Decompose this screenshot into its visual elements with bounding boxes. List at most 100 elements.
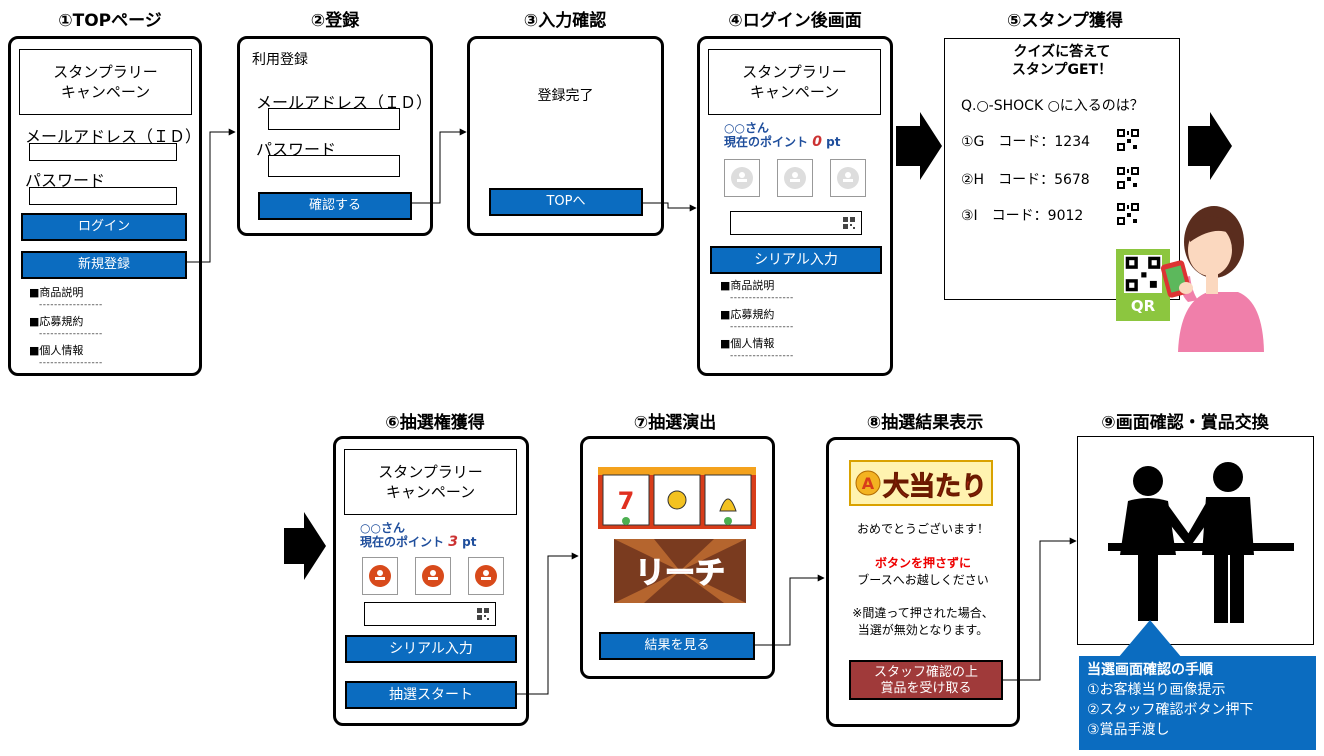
phone-result: A 大当たり おめでとうございます！ ボタンを押さずに ブースへお越しください …: [826, 437, 1020, 727]
phone-top: スタンプラリー キャンペーン メールアドレス（ＩＤ） パスワード ログイン 新規…: [8, 36, 202, 376]
reach-effect-image: リーチ: [614, 539, 746, 603]
warning-text: ブースへお越しください: [857, 573, 989, 587]
procedure-item: ③賞品手渡し: [1087, 722, 1170, 738]
note-text-line2: 当選が無効となります。: [857, 623, 989, 637]
serial-input[interactable]: [364, 602, 496, 626]
email-field[interactable]: [29, 143, 177, 161]
serial-input-button[interactable]: シリアル入力: [710, 246, 882, 274]
menu-item-label: ■応募規約: [29, 315, 84, 328]
quiz-answer: ③I コード：9012: [961, 208, 1084, 224]
step-title-confirm: ③入力確認: [523, 11, 607, 31]
qr-code-icon: [1117, 129, 1139, 151]
connector-confirm: [412, 128, 467, 204]
quiz-answer: ②H コード：5678: [961, 172, 1090, 188]
menu-item[interactable]: ■個人情報-----------------: [29, 345, 103, 369]
menu-divider: -----------------: [730, 322, 794, 332]
step-title-after-login: ④ログイン後画面: [728, 11, 862, 31]
qr-code-icon: [1117, 167, 1139, 189]
menu-item-label: ■個人情報: [29, 344, 84, 357]
qr-code-icon: [843, 217, 855, 229]
callout-pointer: [1118, 620, 1182, 658]
phone-performance: 7 リーチ 結果を見る: [580, 436, 775, 679]
svg-text:A: A: [862, 474, 875, 493]
menu-item[interactable]: ■応募規約-----------------: [720, 309, 794, 333]
password-field[interactable]: [29, 187, 177, 205]
register-password-label: パスワード: [256, 140, 337, 159]
svg-text:7: 7: [618, 487, 635, 515]
menu-divider: -----------------: [39, 358, 103, 368]
phone-after-login: スタンプラリー キャンペーン ○○さん 現在のポイント 0 pt シリアル入力 …: [697, 36, 893, 376]
stamp-slot-filled: [468, 557, 504, 595]
note-text-line1: ※間違って押された場合、: [852, 606, 994, 620]
menu-divider: -----------------: [39, 300, 103, 310]
menu-divider: -----------------: [730, 351, 794, 361]
staff-confirm-button[interactable]: スタッフ確認の上 賞品を受け取る: [849, 660, 1003, 700]
user-name: ○○さん: [360, 521, 405, 535]
password-label: パスワード: [25, 171, 106, 190]
step-title-result: ⑧抽選結果表示: [866, 413, 984, 433]
serial-input-button[interactable]: シリアル入力: [345, 635, 517, 663]
menu-item-label: ■個人情報: [720, 337, 775, 350]
step-title-performance: ⑦抽選演出: [633, 413, 717, 433]
qr-code-icon: [1124, 255, 1162, 293]
points-value: 3: [448, 534, 458, 550]
user-greeting: ○○さん 現在のポイント 3 pt: [360, 521, 476, 549]
quiz-question: Q.○-SHOCK ○に入るのは？: [961, 98, 1144, 114]
menu-item[interactable]: ■応募規約-----------------: [29, 316, 103, 340]
stamp-icon: [481, 570, 491, 580]
qr-sign-label: QR: [1130, 297, 1156, 315]
register-button[interactable]: 新規登録: [21, 251, 187, 279]
user-name: ○○さん: [724, 121, 769, 135]
stamp-slot-empty: [777, 159, 813, 197]
connector-exchange: [1002, 537, 1077, 681]
slot-machine-image: 7: [598, 467, 756, 529]
stamp-slot-empty: [830, 159, 866, 197]
procedure-item: ②スタッフ確認ボタン押下: [1087, 702, 1254, 718]
view-result-button[interactable]: 結果を見る: [599, 632, 755, 660]
top-button[interactable]: TOPへ: [489, 188, 643, 216]
step-title-register: ②登録: [310, 11, 360, 31]
stamp-icon: [428, 570, 438, 580]
menu-item[interactable]: ■商品説明-----------------: [720, 280, 794, 304]
step-title-top: ①TOPページ: [58, 11, 162, 31]
block-arrow-right-icon: [284, 512, 326, 580]
serial-input[interactable]: [730, 211, 862, 235]
step-title-lottery-right: ⑥抽選権獲得: [385, 413, 485, 433]
qr-code-icon: [477, 608, 489, 620]
user-greeting: ○○さん 現在のポイント 0 pt: [724, 121, 840, 149]
woman-with-phone-illustration: [1160, 206, 1264, 352]
points-unit: pt: [462, 535, 477, 549]
confirm-button[interactable]: 確認する: [258, 192, 412, 220]
register-password-field[interactable]: [268, 155, 400, 177]
connector-after-login: [642, 202, 697, 212]
menu-item-label: ■商品説明: [720, 279, 775, 292]
points-label: 現在のポイント: [360, 535, 445, 549]
lottery-start-button[interactable]: 抽選スタート: [345, 681, 517, 709]
qr-code-icon: [1117, 203, 1139, 225]
stamp-icon: [375, 570, 385, 580]
points-value: 0: [812, 134, 822, 150]
register-email-field[interactable]: [268, 108, 400, 130]
campaign-logo: スタンプラリー キャンペーン: [344, 449, 517, 515]
campaign-logo: スタンプラリー キャンペーン: [708, 49, 881, 115]
campaign-logo-text: スタンプラリー キャンペーン: [378, 463, 483, 501]
registration-complete-message: 登録完了: [537, 88, 594, 104]
menu-item[interactable]: ■商品説明-----------------: [29, 287, 103, 311]
procedure-callout: 当選画面確認の手順 ①お客様当り画像提示 ②スタッフ確認ボタン押下 ③賞品手渡し: [1079, 656, 1316, 750]
stamp-icon: [790, 172, 800, 182]
quiz-answer: ①G コード：1234: [961, 134, 1091, 150]
block-arrow-right-icon: [896, 112, 942, 180]
menu-item[interactable]: ■個人情報-----------------: [720, 338, 794, 362]
prize-exchange-counter-illustration: [1108, 462, 1294, 623]
menu-item-label: ■応募規約: [720, 308, 775, 321]
quiz-header-line1: クイズに答えて: [1013, 44, 1111, 60]
campaign-logo-text: スタンプラリー キャンペーン: [53, 63, 158, 101]
connector-result: [754, 574, 825, 646]
jackpot-banner: A 大当たり: [849, 460, 993, 506]
points-unit: pt: [826, 135, 841, 149]
phone-register: 利用登録 メールアドレス（ＩＤ） パスワード 確認する: [237, 36, 433, 236]
current-points: 現在のポイント 3 pt: [360, 535, 476, 549]
login-button[interactable]: ログイン: [21, 213, 187, 241]
menu-item-label: ■商品説明: [29, 286, 84, 299]
